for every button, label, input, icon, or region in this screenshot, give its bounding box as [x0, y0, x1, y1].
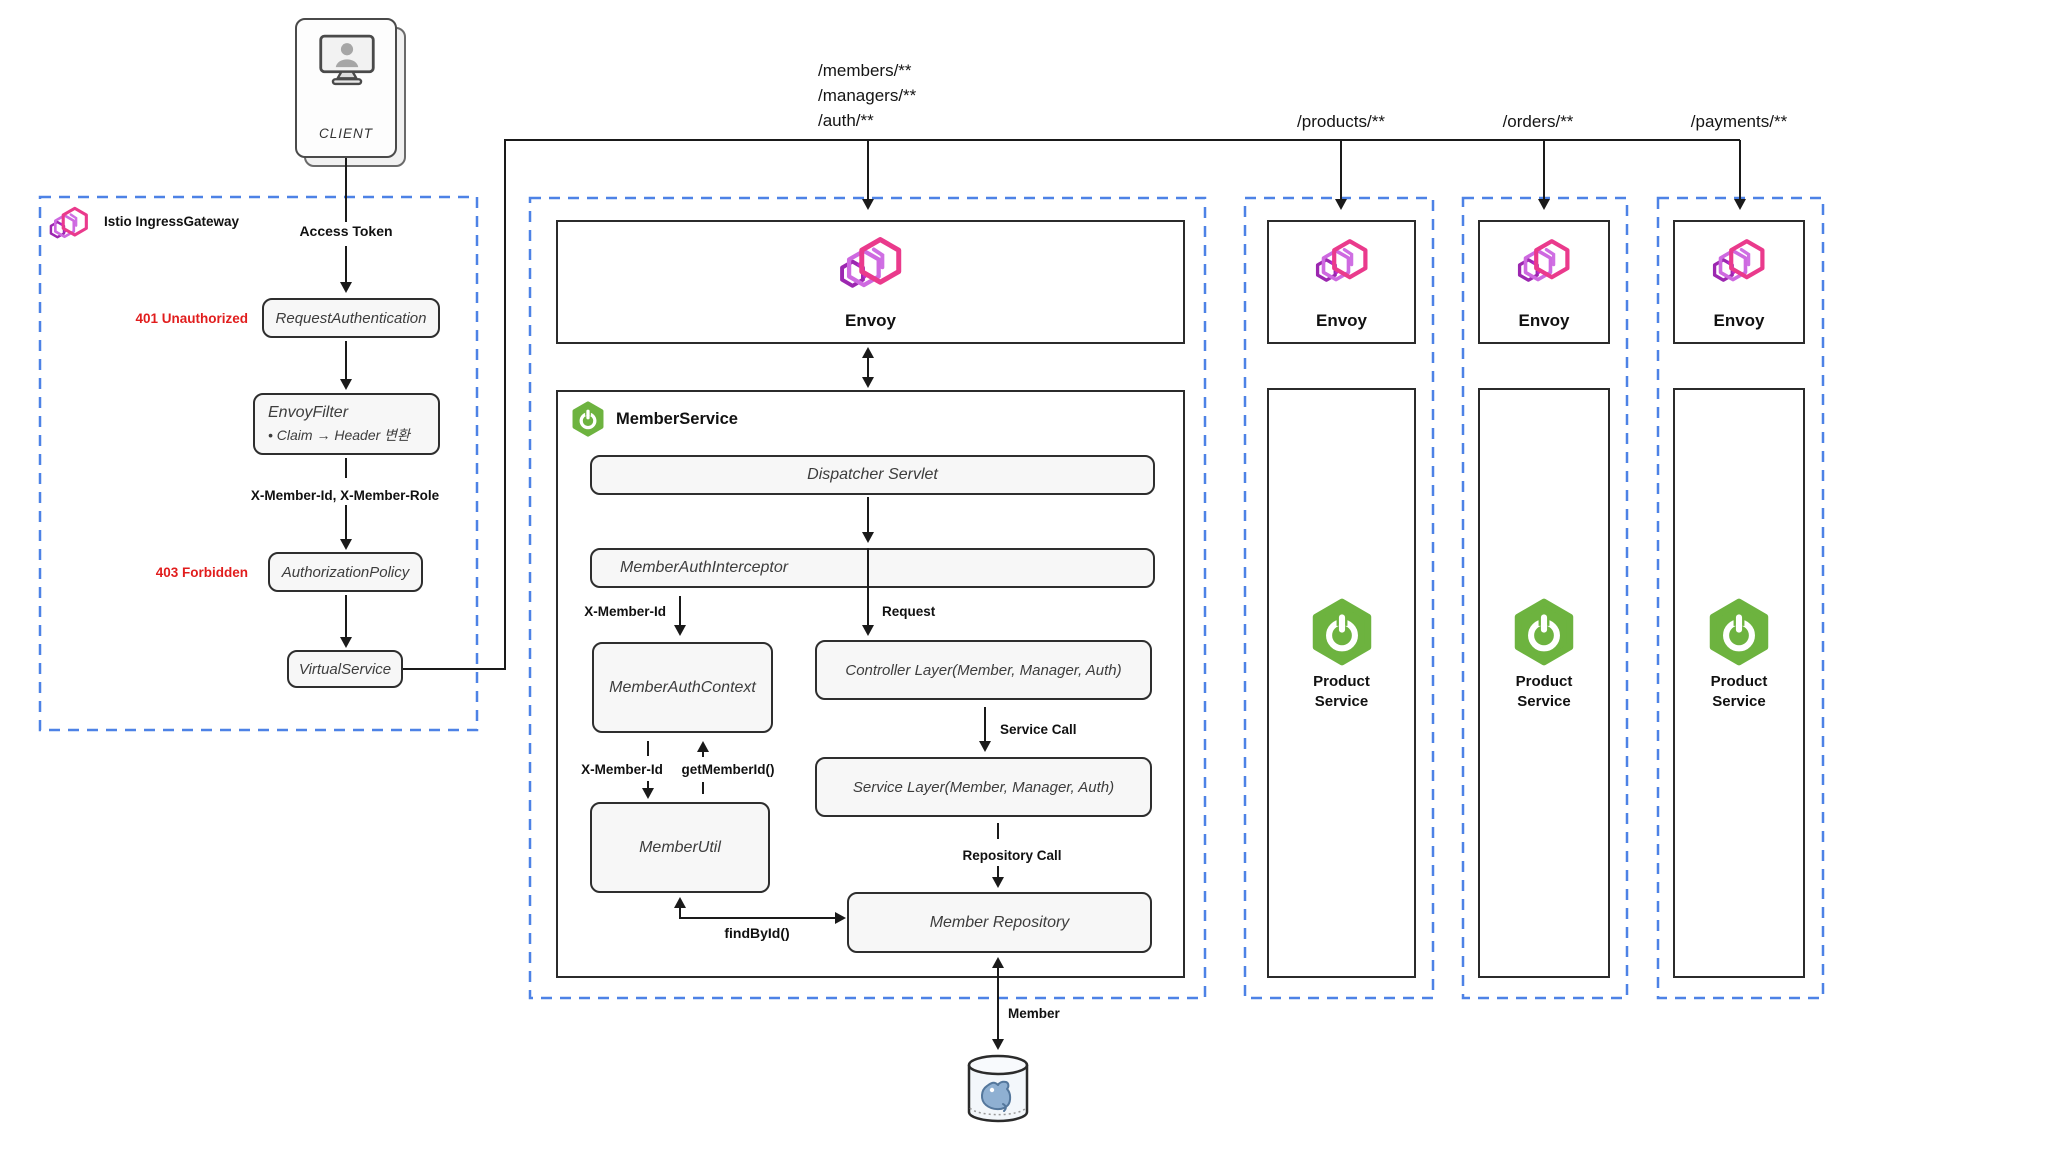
request-authentication-box: RequestAuthentication — [262, 298, 440, 338]
product1-envoy-box: Envoy — [1267, 220, 1416, 344]
member-auth-context-label: MemberAuthContext — [609, 678, 756, 696]
repository-call-label: Repository Call — [962, 848, 1062, 863]
envoy-filter-title: EnvoyFilter — [268, 403, 349, 421]
request-label: Request — [882, 604, 936, 619]
route-members: /members/** — [818, 61, 912, 80]
virtual-service-label: VirtualService — [298, 660, 392, 678]
get-member-id-label: getMemberId() — [681, 762, 775, 777]
product2-envoy-label: Envoy — [1518, 311, 1570, 330]
headers-label: X-Member-Id, X-Member-Role — [250, 488, 440, 503]
dispatcher-servlet-label: Dispatcher Servlet — [807, 466, 938, 483]
product1-name: Product Service — [1313, 673, 1370, 710]
service-layer-label: Service Layer(Member, Manager, Auth) — [852, 778, 1115, 796]
authorization-policy-label: AuthorizationPolicy — [281, 563, 410, 581]
member-auth-context-box: MemberAuthContext — [592, 642, 773, 733]
controller-layer-box: Controller Layer(Member, Manager, Auth) — [815, 640, 1152, 700]
route-managers: /managers/** — [818, 86, 917, 105]
request-authentication-label: RequestAuthentication — [275, 309, 427, 327]
product3-envoy-box: Envoy — [1673, 220, 1805, 344]
gateway-title: Istio IngressGateway — [104, 214, 240, 229]
postgresql-database-icon — [966, 1054, 1030, 1126]
route-products: /products/** — [1297, 112, 1385, 131]
product3-name: Product Service — [1710, 673, 1768, 710]
envoy-logo-icon — [1708, 234, 1770, 288]
x-member-id-label-1: X-Member-Id — [584, 604, 666, 619]
product1-envoy-label: Envoy — [1315, 311, 1368, 330]
member-service-title: MemberService — [616, 410, 738, 428]
envoy-filter-box: EnvoyFilter • Claim → Header 변환 — [253, 393, 440, 455]
service-call-label: Service Call — [1000, 722, 1077, 737]
envoy-logo-icon — [834, 231, 908, 295]
member-envoy-box: Envoy — [556, 220, 1185, 344]
spring-boot-icon — [570, 401, 606, 437]
product2-name: Product Service — [1515, 673, 1573, 710]
dispatcher-servlet-box: Dispatcher Servlet — [590, 455, 1155, 495]
spring-boot-icon — [1508, 598, 1580, 666]
client-label: CLIENT — [318, 126, 373, 141]
controller-layer-label: Controller Layer(Member, Manager, Auth) — [845, 661, 1122, 679]
member-auth-interceptor-label: MemberAuthInterceptor — [620, 559, 789, 576]
spring-boot-icon — [1306, 598, 1378, 666]
access-token-label: Access Token — [299, 223, 393, 239]
route-auth: /auth/** — [818, 111, 874, 130]
member-repository-label: Member Repository — [929, 913, 1070, 931]
client-card: CLIENT — [295, 18, 397, 158]
envoy-logo-icon — [1513, 234, 1575, 288]
product3-envoy-label: Envoy — [1713, 311, 1765, 330]
member-envoy-label: Envoy — [844, 311, 897, 330]
member-util-label: MemberUtil — [639, 838, 721, 856]
product2-service-box: Product Service — [1478, 388, 1610, 978]
route-payments: /payments/** — [1690, 112, 1788, 131]
member-label: Member — [1008, 1006, 1060, 1021]
authorization-policy-box: AuthorizationPolicy — [268, 552, 423, 592]
envoy-filter-bullet: • Claim → Header 변환 — [268, 426, 410, 443]
product1-service-box: Product Service — [1267, 388, 1416, 978]
member-auth-interceptor-box: MemberAuthInterceptor — [590, 548, 1155, 588]
client-monitor-icon — [317, 34, 377, 87]
envoy-logo-icon — [1311, 234, 1373, 288]
product3-service-box: Product Service — [1673, 388, 1805, 978]
member-util-box: MemberUtil — [590, 802, 770, 893]
product2-envoy-box: Envoy — [1478, 220, 1610, 344]
find-by-id-label: findById() — [724, 925, 790, 941]
member-repository-box: Member Repository — [847, 892, 1152, 953]
error-403-label: 403 Forbidden — [155, 565, 248, 580]
istio-gateway-icon — [46, 203, 92, 243]
error-401-label: 401 Unauthorized — [135, 311, 248, 326]
service-layer-box: Service Layer(Member, Manager, Auth) — [815, 757, 1152, 817]
virtual-service-box: VirtualService — [287, 650, 403, 688]
spring-boot-icon — [1703, 598, 1775, 666]
istio-gateway-boundary — [38, 195, 479, 732]
member-routes-label: /members/** /managers/** /auth/** — [818, 58, 916, 133]
x-member-id-label-2: X-Member-Id — [581, 762, 663, 777]
route-orders: /orders/** — [1502, 112, 1574, 131]
